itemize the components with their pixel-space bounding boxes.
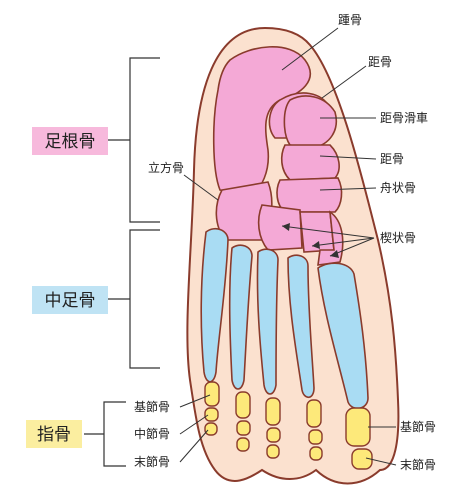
phalanx-5-distal xyxy=(204,422,218,436)
metatarsal-bone-3 xyxy=(256,248,279,395)
metatarsal-bone-5 xyxy=(200,228,229,383)
phalanx-4-distal xyxy=(236,437,250,452)
label-talus: 距骨 xyxy=(368,55,392,69)
phalanx-5-middle xyxy=(204,407,219,422)
label-talus-head: 距骨 xyxy=(380,152,404,166)
phalanx-2-middle xyxy=(308,429,323,445)
metatarsal-bone-1 xyxy=(317,262,369,410)
metatarsal-group-label: 中足骨 xyxy=(45,291,96,311)
phalanges-group-box xyxy=(26,420,82,448)
label-left-proximal: 基節骨 xyxy=(134,399,170,414)
label-left-middle: 中節骨 xyxy=(134,426,170,441)
phalanx-3-proximal xyxy=(265,397,281,426)
metatarsal-bone-2 xyxy=(287,254,315,399)
phalanx-2-distal xyxy=(309,446,323,461)
label-cuneiform: 楔状骨 xyxy=(380,231,416,245)
phalanges-group-label: 指骨 xyxy=(37,425,71,445)
leader-lines xyxy=(179,27,397,466)
phalanx-4-proximal xyxy=(235,391,251,419)
phalanx-4-middle xyxy=(236,420,251,436)
label-calcaneus: 踵骨 xyxy=(338,13,362,27)
phalanx-2-proximal xyxy=(306,399,322,428)
trochlea-bone xyxy=(283,95,337,149)
label-right-proximal: 基節骨 xyxy=(400,419,436,434)
calcaneus-bone xyxy=(212,46,311,196)
cuneiform-bone-1 xyxy=(257,204,303,251)
group-brackets xyxy=(84,57,160,467)
tarsal-group-label: 足根骨 xyxy=(45,132,96,152)
phalanx-1-proximal xyxy=(345,407,371,447)
cuneiform-arrowheads xyxy=(282,223,339,258)
phalanges-group xyxy=(204,381,373,470)
phalanx-3-middle xyxy=(266,427,281,443)
metatarsal-bone-4 xyxy=(228,244,253,390)
label-left-distal: 末節骨 xyxy=(134,454,170,469)
navicular-bone xyxy=(276,177,343,213)
label-cuboid: 立方骨 xyxy=(148,160,184,175)
label-right-distal: 末節骨 xyxy=(400,457,436,472)
phalanx-5-proximal xyxy=(204,381,220,407)
metatarsal-group-box xyxy=(32,286,108,314)
label-trochlea: 距骨滑車 xyxy=(380,111,428,125)
phalanx-3-distal xyxy=(266,444,280,459)
tarsal-group-box xyxy=(32,127,108,155)
label-navicular: 舟状骨 xyxy=(380,181,416,195)
talus-head-bone xyxy=(280,144,340,181)
